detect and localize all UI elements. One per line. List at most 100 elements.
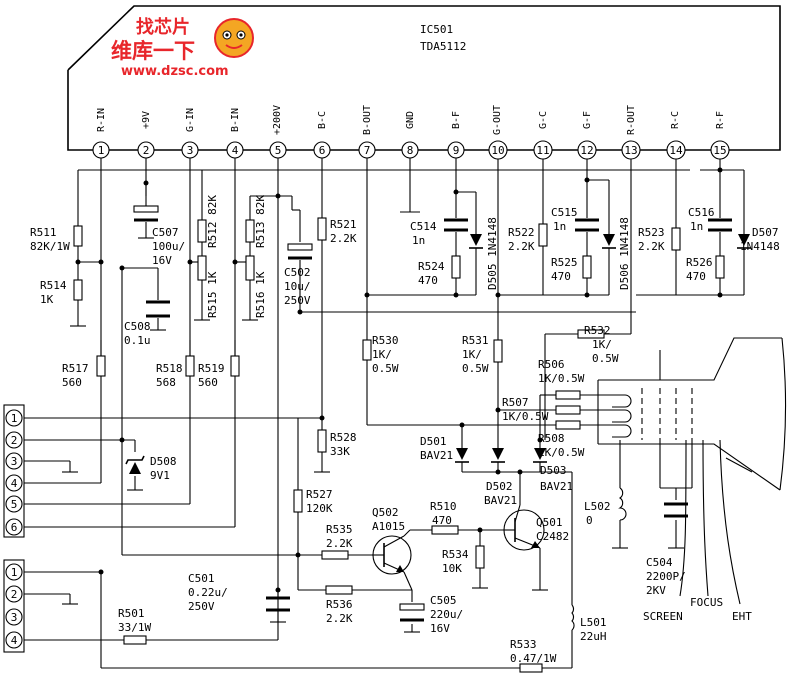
- label-c515-value: 1n: [553, 220, 566, 233]
- resistor-r526: [715, 255, 725, 279]
- label-focus: FOCUS: [690, 596, 723, 609]
- label-c515: C515: [551, 206, 578, 219]
- ic-ref: IC501: [420, 23, 453, 36]
- c501-wires: [270, 590, 286, 623]
- label-r508-value: 1K/0.5W: [538, 446, 585, 459]
- watermark-line2: 维库一下: [111, 39, 195, 63]
- pin-num-9: 9: [453, 144, 460, 157]
- label-q502-value: A1015: [372, 520, 405, 533]
- mascot-icon: [214, 18, 254, 58]
- pin-num-7: 7: [364, 144, 371, 157]
- label-r517-value: 560: [62, 376, 82, 389]
- capacitor-c502: [287, 243, 313, 260]
- conn1-pin-3: 3: [11, 455, 18, 468]
- label-c505-value-2: 16V: [430, 622, 450, 635]
- resistor-r501: [123, 635, 147, 645]
- label-c507: C507: [152, 226, 179, 239]
- pin-name-13: R-OUT: [626, 105, 637, 135]
- capacitor-c516: [708, 218, 732, 232]
- label-r536: R536: [326, 598, 353, 611]
- resistor-r522: [538, 223, 548, 247]
- label-d508: D508: [150, 455, 177, 468]
- label-r522: R522: [508, 226, 535, 239]
- label-r511: R511: [30, 226, 57, 239]
- label-c502-value-1: 10u/: [284, 280, 311, 293]
- label-d503-value: BAV21: [540, 480, 573, 493]
- label-q501: Q501: [536, 516, 563, 529]
- diode-d503: [533, 448, 547, 463]
- label-r514: R514: [40, 279, 67, 292]
- label-r535-value: 2.2K: [326, 537, 353, 550]
- label-r528: R528: [330, 431, 357, 444]
- capacitor-c504: [664, 502, 688, 518]
- pin-num-8: 8: [407, 144, 414, 157]
- pin-name-11: G-C: [538, 111, 549, 129]
- label-r506: R506: [538, 358, 565, 371]
- label-r510-value: 470: [432, 514, 452, 527]
- label-r501-value: 33/1W: [118, 621, 151, 634]
- label-r514-value: 1K: [40, 293, 54, 306]
- label-r525: R525: [551, 256, 578, 269]
- pin-name-7: B-OUT: [362, 105, 373, 135]
- label-c505-value-1: 220u/: [430, 608, 463, 621]
- resistors: [73, 217, 725, 673]
- ic-part: TDA5112: [420, 40, 466, 53]
- label-r530-value-1: 1K/: [372, 348, 392, 361]
- resistor-r533: [519, 663, 543, 673]
- label-c507-value-1: 100u/: [152, 240, 185, 253]
- diode-d501: [455, 448, 469, 463]
- label-c514: C514: [410, 220, 437, 233]
- resistor-r525: [582, 255, 592, 279]
- label-r518-value: 568: [156, 376, 176, 389]
- label-r501: R501: [118, 607, 145, 620]
- label-r521: R521: [330, 218, 357, 231]
- diode-d506: [602, 234, 616, 249]
- resistor-r515: [197, 255, 207, 281]
- capacitor-c505: [399, 603, 425, 622]
- label-c502-value-2: 250V: [284, 294, 311, 307]
- pin-name-2: +9V: [141, 111, 152, 129]
- label-c504: C504: [646, 556, 673, 569]
- connector-2: 1 2 3 4: [3, 559, 25, 653]
- watermark-url: www.dzsc.com: [121, 64, 229, 79]
- conn2-pin-4: 4: [11, 634, 18, 647]
- label-r519: R519: [198, 362, 225, 375]
- label-r530: R530: [372, 334, 399, 347]
- resistor-r508: [555, 420, 581, 430]
- label-r522-value: 2.2K: [508, 240, 535, 253]
- label-eht: EHT: [732, 610, 752, 623]
- capacitors: [133, 205, 732, 622]
- conn1-pin-1: 1: [11, 412, 18, 425]
- pin-num-11: 11: [536, 144, 549, 157]
- label-c508-value: 0.1u: [124, 334, 151, 347]
- label-l501: L501: [580, 616, 607, 629]
- pin-name-1: R-IN: [96, 108, 107, 132]
- wiring: [23, 158, 745, 669]
- pin-num-12: 12: [580, 144, 593, 157]
- input-series-resistor-wires: [100, 340, 236, 356]
- resistor-r512: [197, 219, 207, 243]
- label-r528-value: 33K: [330, 445, 350, 458]
- watermark-line1: 找芯片: [136, 16, 190, 38]
- conn2-pin-2: 2: [11, 588, 18, 601]
- label-r523-value: 2.2K: [638, 240, 665, 253]
- conn1-pin-2: 2: [11, 434, 18, 447]
- pin-name-14: R-C: [670, 111, 681, 129]
- label-r532-value-2: 0.5W: [592, 352, 619, 365]
- resistor-r516: [245, 255, 255, 281]
- pin-name-10: G-OUT: [492, 105, 503, 135]
- inductor-l501: [571, 604, 575, 631]
- ic-pin-names: R-IN +9V G-IN B-IN +200V B-C B-OUT GND B…: [96, 105, 726, 135]
- label-r534-value: 10K: [442, 562, 462, 575]
- pin-num-4: 4: [232, 144, 239, 157]
- watermark-logo: 找芯片 维库一下 www.dzsc.com: [111, 16, 254, 79]
- label-r524: R524: [418, 260, 445, 273]
- label-r510: R510: [430, 500, 457, 513]
- resistor-r523: [671, 227, 681, 251]
- resistor-r532: [577, 329, 605, 339]
- label-d505: D505 1N4148: [486, 217, 499, 290]
- label-d502: D502: [486, 480, 513, 493]
- label-d506: D506 1N4148: [618, 217, 631, 290]
- label-r523: R523: [638, 226, 665, 239]
- pin-num-3: 3: [187, 144, 194, 157]
